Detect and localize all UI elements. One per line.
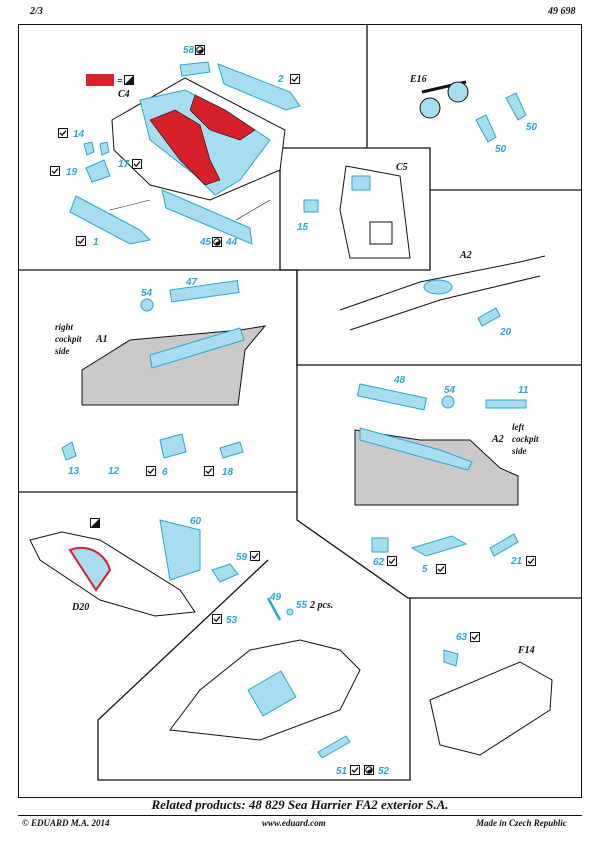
part-12: 12 [108, 466, 120, 477]
part-60: 60 [190, 516, 202, 527]
check-icon [50, 166, 60, 176]
part-58: 58 [183, 45, 195, 56]
part-5: 5 [422, 564, 428, 575]
check-icon [146, 466, 156, 476]
part-51: 51 [336, 766, 348, 777]
panel-a2-top: A2 20 [339, 250, 546, 338]
right-side-label-2: cockpit [55, 334, 82, 344]
check-icon [212, 614, 222, 624]
part-15: 15 [297, 222, 309, 233]
part-44: 44 [225, 237, 238, 248]
panel-e16: E16 50 50 [409, 74, 538, 155]
check-icon [350, 765, 360, 775]
part-59: 59 [236, 552, 248, 563]
panel-c5: C5 15 [297, 162, 411, 259]
panel-cockpit: 49 55 2 pcs. 51 52 [169, 592, 390, 777]
footer-divider [18, 815, 582, 816]
label-c4: C4 [118, 89, 130, 100]
part-62: 62 [373, 557, 385, 568]
part-1: 1 [93, 237, 99, 248]
part-6: 6 [162, 467, 168, 478]
panel-d20: D20 60 59 53 [29, 516, 260, 626]
instruction-frame [18, 24, 582, 798]
label-a2-mid: A2 [491, 434, 504, 445]
part-52: 52 [378, 766, 390, 777]
left-side-label-2: cockpit [512, 434, 539, 444]
part-14: 14 [73, 129, 85, 140]
part-13: 13 [68, 466, 80, 477]
anneal-icon [195, 45, 205, 55]
anneal-icon [364, 765, 374, 775]
part-11: 11 [518, 385, 529, 396]
label-f14: F14 [517, 645, 535, 656]
red-color-swatch [86, 74, 114, 86]
check-icon [204, 466, 214, 476]
part-50b: 50 [526, 122, 538, 133]
right-side-label-3: side [54, 346, 70, 356]
part-20: 20 [499, 327, 512, 338]
part-48: 48 [393, 375, 406, 386]
painted-icon [124, 75, 134, 85]
part-21: 21 [510, 556, 523, 567]
part-49: 49 [269, 592, 282, 603]
check-icon [58, 128, 68, 138]
part-18: 18 [222, 467, 234, 478]
left-side-label-1: left [512, 422, 524, 432]
check-icon [132, 159, 142, 169]
check-icon [76, 236, 86, 246]
label-two-pcs: 2 pcs. [309, 600, 333, 611]
check-icon [387, 556, 397, 566]
painted-icon [90, 518, 100, 528]
label-a2-top: A2 [459, 250, 472, 261]
part-63: 63 [456, 632, 468, 643]
panel-a2-mid: left cockpit side A2 48 54 11 62 5 21 [354, 375, 539, 575]
label-a1: A1 [95, 334, 108, 345]
anneal-icon [212, 237, 222, 247]
check-icon [250, 551, 260, 561]
website: www.eduard.com [262, 818, 326, 828]
part-50a: 50 [495, 144, 507, 155]
part-45: 45 [199, 237, 212, 248]
part-19: 19 [66, 167, 78, 178]
part-54a: 54 [141, 288, 153, 299]
check-icon [526, 556, 536, 566]
right-side-label-1: right [55, 322, 74, 332]
copyright: © EDUARD M.A. 2014 [22, 818, 110, 828]
check-icon [470, 632, 480, 642]
label-e16: E16 [409, 74, 427, 85]
related-products: Related products: 48 829 Sea Harrier FA2… [151, 797, 449, 812]
label-d20: D20 [71, 602, 89, 613]
page-number: 2/3 [30, 6, 43, 17]
part-17: 17 [118, 159, 130, 170]
part-54b: 54 [444, 385, 456, 396]
part-53: 53 [226, 615, 238, 626]
label-c5: C5 [396, 162, 408, 173]
part-47: 47 [185, 277, 198, 288]
panel-c4: = C4 58 2 1 19 14 17 45 44 [50, 45, 301, 248]
panel-f14: F14 63 [429, 632, 553, 756]
panel-a1: right cockpit side A1 54 47 13 12 6 18 [54, 277, 267, 478]
legend-equals: = [117, 76, 123, 87]
check-icon [290, 74, 300, 84]
origin: Made in Czech Republic [476, 818, 567, 828]
product-code: 49 698 [548, 6, 576, 17]
part-55: 55 [296, 600, 308, 611]
check-icon [436, 564, 446, 574]
left-side-label-3: side [511, 446, 527, 456]
part-2: 2 [277, 74, 284, 85]
